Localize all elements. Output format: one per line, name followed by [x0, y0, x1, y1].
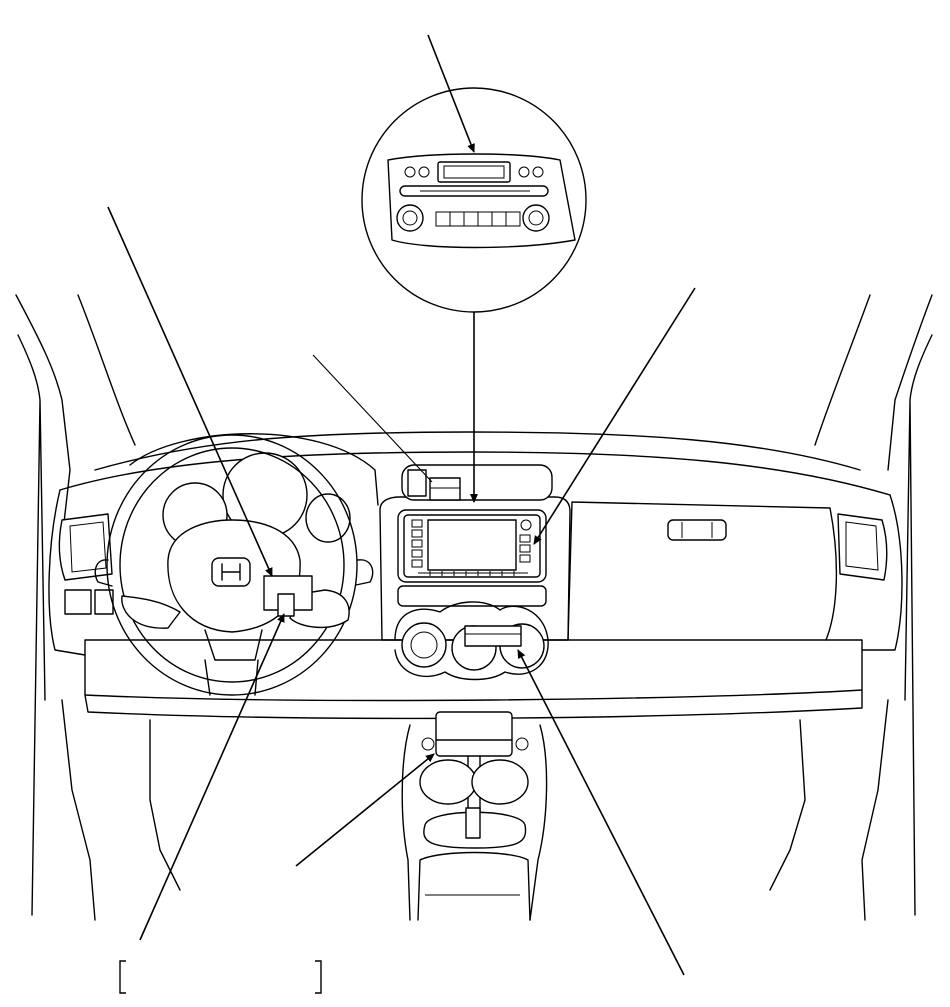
leader-audio-unit [428, 35, 475, 153]
inset-circle [362, 88, 586, 312]
bracket-right [315, 961, 321, 993]
left-lower-switch-b [95, 590, 113, 614]
bracket-left [120, 961, 126, 993]
audio-volume-knob [397, 205, 423, 231]
leader-steering-connector [140, 613, 284, 940]
combination-switch-left [95, 560, 112, 586]
right-side-vent-inner [846, 522, 878, 570]
audio-button-r2 [533, 167, 543, 177]
console-switch-right [516, 738, 528, 750]
dashboard-lower-panel [85, 640, 862, 700]
left-climate-dial-center [411, 632, 437, 658]
audio-button-l1 [405, 167, 415, 177]
glovebox-handle-grip [682, 522, 712, 538]
leader-steering-switch [108, 207, 272, 577]
left-a-pillar-outer [16, 295, 70, 540]
left-climate-dial [402, 623, 446, 667]
navigation-left-buttons [412, 520, 422, 567]
glovebox-handle [668, 520, 726, 540]
left-a-pillar-inner [78, 295, 135, 445]
cup-holder-left [420, 760, 476, 804]
center-console-right [530, 725, 547, 920]
shift-lever-gate [466, 808, 480, 838]
right-floor-line [770, 700, 888, 920]
leader-shift-lever [296, 753, 435, 866]
left-side-vent [59, 514, 112, 580]
fuel-gauge [306, 494, 350, 542]
leader-upper-display [313, 355, 432, 482]
meter-hood [130, 434, 378, 505]
dashboard-upper-line [60, 452, 890, 495]
steering-wheel-left-spoke [122, 596, 180, 628]
dashboard-outer-right [862, 495, 902, 650]
center-stack-bezel [380, 497, 570, 640]
dashboard-top-edge [95, 432, 860, 470]
navigation-right-buttons [520, 520, 531, 562]
audio-tune-knob [523, 205, 549, 231]
audio-preset-buttons [436, 212, 520, 226]
bottom-note-bracket [120, 961, 321, 993]
center-console-left [402, 725, 410, 920]
audio-unit-detail-inset [362, 88, 586, 312]
leader-navigation-unit [534, 288, 695, 545]
audio-button-r1 [519, 167, 529, 177]
upper-info-display [430, 478, 460, 500]
audio-tune-knob-center [529, 211, 543, 225]
left-lower-switch-a [65, 590, 91, 614]
audio-button-l2 [419, 167, 429, 177]
steering-wheel-assembly [95, 434, 378, 695]
right-a-pillar-outer [888, 295, 932, 470]
steering-switch-connector [278, 594, 294, 616]
navigation-bottom-buttons [418, 571, 528, 576]
climate-control-unit [465, 626, 521, 646]
audio-display-inner [444, 166, 504, 178]
callout-leaders [108, 35, 695, 975]
right-side-vent [838, 514, 887, 580]
steering-wheel-rim-outer [107, 435, 357, 695]
shift-lever-unit [436, 712, 512, 756]
dashboard-outer-left [49, 490, 85, 655]
combination-switch-right [356, 560, 373, 585]
left-side-vent-inner [70, 522, 106, 572]
right-door-frame [905, 335, 932, 915]
climate-control-panel [395, 602, 548, 680]
vehicle-body-outline [16, 295, 932, 920]
audio-volume-knob-center [403, 211, 417, 225]
console-switch-left [422, 738, 434, 750]
steering-wheel-rim-inner [120, 448, 344, 682]
audio-unit-faceplate [388, 154, 575, 248]
leader-climate-control [518, 649, 684, 975]
center-stack [380, 465, 570, 920]
steering-wheel-lower-spoke [205, 630, 262, 660]
climate-panel-outline [395, 602, 548, 680]
audio-display [438, 162, 510, 182]
hazard-switch-strip [398, 586, 546, 606]
left-door-frame [18, 335, 45, 915]
left-floor-line [62, 700, 180, 920]
upper-info-display-bezel [408, 470, 426, 496]
navigation-screen [428, 520, 516, 570]
honda-emblem-h [222, 564, 240, 580]
cup-holder-right [472, 760, 528, 804]
console-armrest [418, 853, 530, 921]
right-a-pillar-inner [815, 295, 870, 445]
